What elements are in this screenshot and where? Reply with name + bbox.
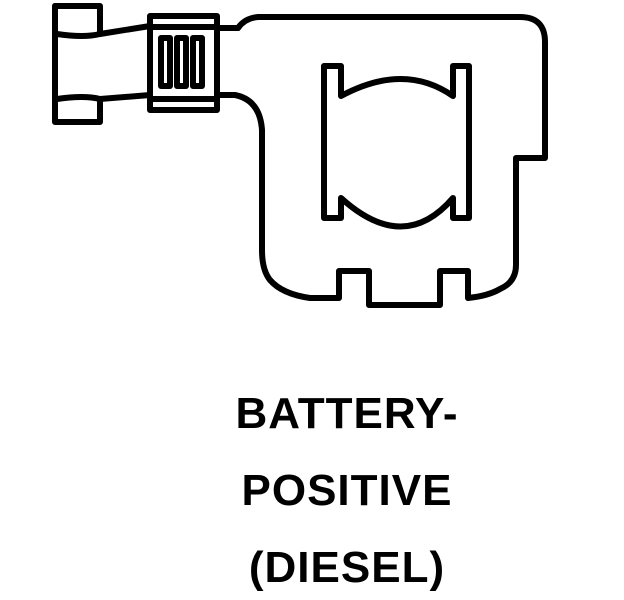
wire-barrel-top (97, 23, 153, 37)
clamp-body-outline (214, 14, 548, 308)
label-line-2: POSITIVE (241, 466, 453, 515)
crimp-ridge-3 (190, 35, 205, 89)
crimp-ridge-2 (174, 35, 189, 89)
label-line-1: BATTERY- (235, 389, 459, 438)
wire-barrel-bottom (97, 92, 153, 102)
wire-end-cap (52, 3, 103, 39)
crimp-ridge-1 (158, 35, 173, 89)
post-hole-outline (321, 63, 472, 230)
label-line-3: (DIESEL) (248, 543, 446, 592)
crimp-ferrule-inner (147, 24, 220, 102)
battery-positive-terminal-clamp-icon (52, 3, 548, 308)
wire-end-cap-bottom (52, 3, 103, 125)
